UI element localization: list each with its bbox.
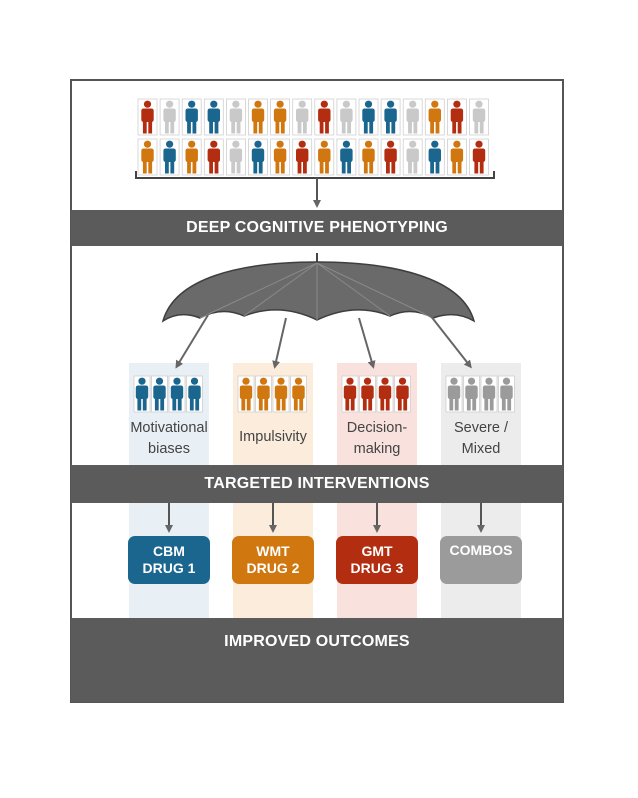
person-icon xyxy=(203,98,224,136)
person-icon xyxy=(137,98,158,136)
drug-box-wmt: WMT DRUG 2 xyxy=(232,536,314,584)
column-figures xyxy=(133,375,515,413)
person-icon xyxy=(203,138,224,176)
drug-line: DRUG 3 xyxy=(350,560,404,576)
drug-line: WMT xyxy=(256,543,290,559)
label-line: making xyxy=(353,441,401,457)
drug-line: GMT xyxy=(361,543,393,559)
drug-line: DRUG 1 xyxy=(142,560,196,576)
banner-targeted-interventions: TARGETED INTERVENTIONS xyxy=(71,465,563,503)
person-icon xyxy=(159,98,180,136)
banner-deep-cognitive-phenotyping: DEEP COGNITIVE PHENOTYPING xyxy=(71,210,563,246)
outer-frame xyxy=(70,79,564,703)
person-icon xyxy=(341,375,359,413)
population-bracket xyxy=(135,171,495,179)
person-icon xyxy=(272,375,290,413)
umbrella-icon xyxy=(161,253,476,323)
person-icon xyxy=(186,375,203,413)
person-icon xyxy=(380,98,401,136)
person-icon xyxy=(424,98,445,136)
banner-label: IMPROVED OUTCOMES xyxy=(224,633,410,650)
label-line: Decision- xyxy=(346,420,408,436)
banner-improved-outcomes: IMPROVED OUTCOMES xyxy=(71,618,563,702)
person-icon xyxy=(225,98,246,136)
person-icon xyxy=(394,375,411,413)
person-icon xyxy=(480,375,498,413)
person-icon xyxy=(292,98,313,136)
person-icon xyxy=(402,98,423,136)
label-line: Motivational xyxy=(130,420,208,436)
person-icon xyxy=(336,98,357,136)
drug-box-gmt: GMT DRUG 3 xyxy=(336,536,418,584)
person-icon xyxy=(292,138,313,176)
person-icon xyxy=(248,138,268,176)
person-icon xyxy=(290,375,307,413)
person-icon xyxy=(469,98,489,136)
person-icon xyxy=(359,375,376,413)
person-icon xyxy=(446,98,467,136)
person-icon xyxy=(446,138,467,176)
person-icon xyxy=(225,138,246,176)
person-icon xyxy=(133,375,151,413)
column-label-severe-mixed: Severe / Mixed xyxy=(437,418,525,460)
person-icon xyxy=(358,98,379,136)
person-icon xyxy=(237,375,255,413)
banner-label: TARGETED INTERVENTIONS xyxy=(204,475,430,492)
person-icon xyxy=(248,98,268,136)
person-icon xyxy=(380,138,401,176)
person-icon xyxy=(358,138,379,176)
drug-box-combos: COMBOS xyxy=(440,536,522,584)
label-line: biases xyxy=(148,441,190,457)
person-icon xyxy=(498,375,515,413)
person-icon xyxy=(424,138,445,176)
person-icon xyxy=(463,375,480,413)
label-line: Impulsivity xyxy=(239,429,307,445)
person-icon xyxy=(314,98,335,136)
drug-line: CBM xyxy=(153,543,185,559)
person-icon xyxy=(168,375,186,413)
banner-label: DEEP COGNITIVE PHENOTYPING xyxy=(186,219,448,236)
umbrella-arrows xyxy=(175,314,472,369)
person-icon xyxy=(314,138,335,176)
person-icon xyxy=(336,138,357,176)
person-icon xyxy=(181,138,202,176)
drug-box-cbm: CBM DRUG 1 xyxy=(128,536,210,584)
column-label-motivational-biases: Motivational biases xyxy=(125,418,213,460)
person-icon xyxy=(469,138,489,176)
person-icon xyxy=(270,138,291,176)
person-icon xyxy=(270,98,291,136)
person-icon xyxy=(151,375,168,413)
column-label-decision-making: Decision- making xyxy=(333,418,421,460)
population-group xyxy=(137,98,489,176)
arrow-icon xyxy=(429,314,472,369)
person-icon xyxy=(376,375,394,413)
intervention-arrows xyxy=(165,503,485,533)
arrow-icon xyxy=(175,314,209,369)
arrow-icon xyxy=(272,317,287,369)
person-icon xyxy=(159,138,180,176)
person-icon xyxy=(137,138,158,176)
column-label-impulsivity: Impulsivity xyxy=(229,427,317,448)
drug-line: COMBOS xyxy=(449,542,513,558)
person-icon xyxy=(181,98,202,136)
person-icon xyxy=(445,375,463,413)
label-line: Severe / xyxy=(454,420,508,436)
drug-line: DRUG 2 xyxy=(246,560,300,576)
arrow-icon xyxy=(358,317,376,369)
person-icon xyxy=(255,375,272,413)
person-icon xyxy=(402,138,423,176)
label-line: Mixed xyxy=(461,441,501,457)
